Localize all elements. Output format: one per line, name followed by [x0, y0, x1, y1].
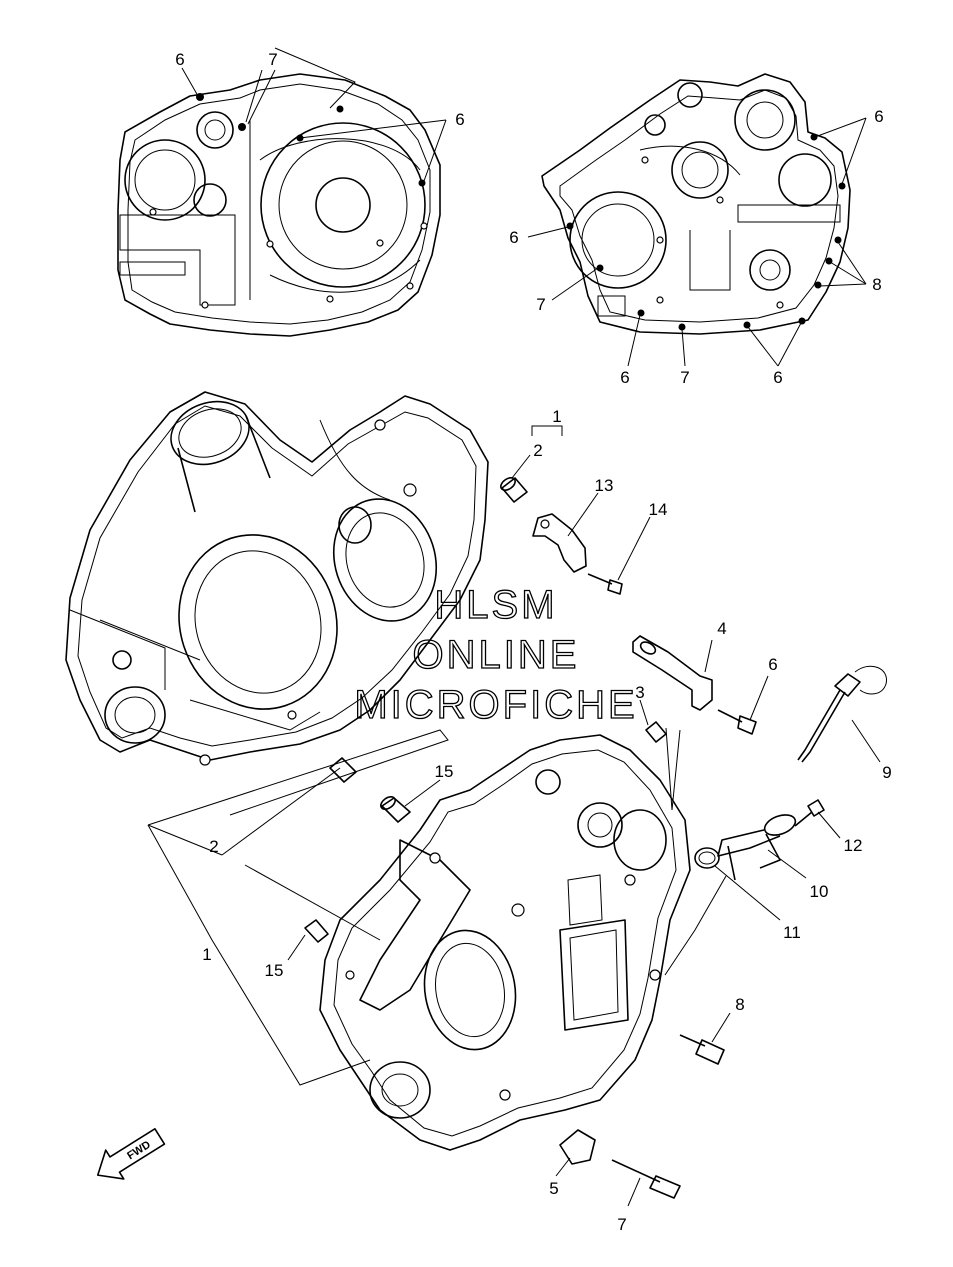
callout-3: 3 [635, 683, 644, 702]
callout-15-a: 15 [435, 762, 454, 781]
bracket-13 [532, 513, 587, 573]
callout-11: 11 [783, 923, 801, 942]
callout-8-top-right: 8 [872, 275, 881, 294]
bolt-8-bottom [679, 1034, 725, 1065]
callout-6-top-right: 6 [874, 107, 883, 126]
callout-7-top-right-bottom: 7 [680, 368, 689, 387]
dipstick-9 [797, 665, 887, 763]
callout-12: 12 [844, 836, 863, 855]
callouts: 6 7 6 6 6 7 8 6 7 6 1 2 13 14 4 6 3 9 12… [175, 50, 891, 1234]
callout-9: 9 [882, 763, 891, 782]
callout-5: 5 [549, 1179, 558, 1198]
callout-4: 4 [717, 619, 726, 638]
callout-10: 10 [810, 882, 829, 901]
callout-14: 14 [649, 500, 668, 519]
left-crankcase-face-view [117, 73, 441, 337]
fwd-arrow: FWD [96, 1128, 166, 1180]
fwd-label: FWD [125, 1139, 153, 1162]
bolt-12 [794, 799, 825, 827]
callout-15-b: 15 [265, 961, 284, 980]
watermark-line-3: MICROFICHE [354, 683, 637, 727]
callout-6-top-right-bottom-1: 6 [620, 368, 629, 387]
bolt-7-bottom [611, 1159, 681, 1199]
bolt-14 [587, 573, 623, 595]
callout-7-top-left: 7 [268, 50, 277, 69]
callout-13: 13 [595, 476, 614, 495]
callout-6-top-right-bottom-2: 6 [773, 368, 782, 387]
callout-7-bottom: 7 [617, 1215, 626, 1234]
dowel-pin-2-top [500, 477, 528, 503]
callout-1-top: 1 [552, 407, 561, 426]
callout-2-top: 2 [533, 441, 542, 460]
callout-2-mid: 2 [209, 837, 218, 856]
oil-filler-pipe-10 [717, 814, 797, 881]
watermark-line-2: ONLINE [413, 633, 580, 677]
guide-plate-4 [632, 635, 713, 711]
watermark-line-1: HLSM [434, 583, 557, 627]
callout-6-top-left: 6 [175, 50, 184, 69]
o-ring-11 [694, 847, 720, 869]
right-crankcase-face-view [541, 73, 851, 335]
callout-6-mid: 6 [768, 655, 777, 674]
bolt-6-mid [717, 709, 757, 735]
dowel-15-b [304, 919, 329, 943]
bracket-5 [559, 1129, 596, 1165]
callout-7-top-right-left: 7 [536, 295, 545, 314]
callout-6-top-left-right: 6 [455, 110, 464, 129]
right-crankcase-half [319, 734, 691, 1151]
callout-8-bottom: 8 [735, 995, 744, 1014]
watermark: HLSM ONLINE MICROFICHE [354, 582, 637, 727]
left-crankcase-half [65, 391, 489, 766]
leader-lines [147, 47, 881, 1207]
callout-1-mid: 1 [202, 945, 211, 964]
dowel-3 [645, 721, 667, 743]
dowel-15-a [380, 796, 411, 823]
callout-6-top-right-left: 6 [509, 228, 518, 247]
